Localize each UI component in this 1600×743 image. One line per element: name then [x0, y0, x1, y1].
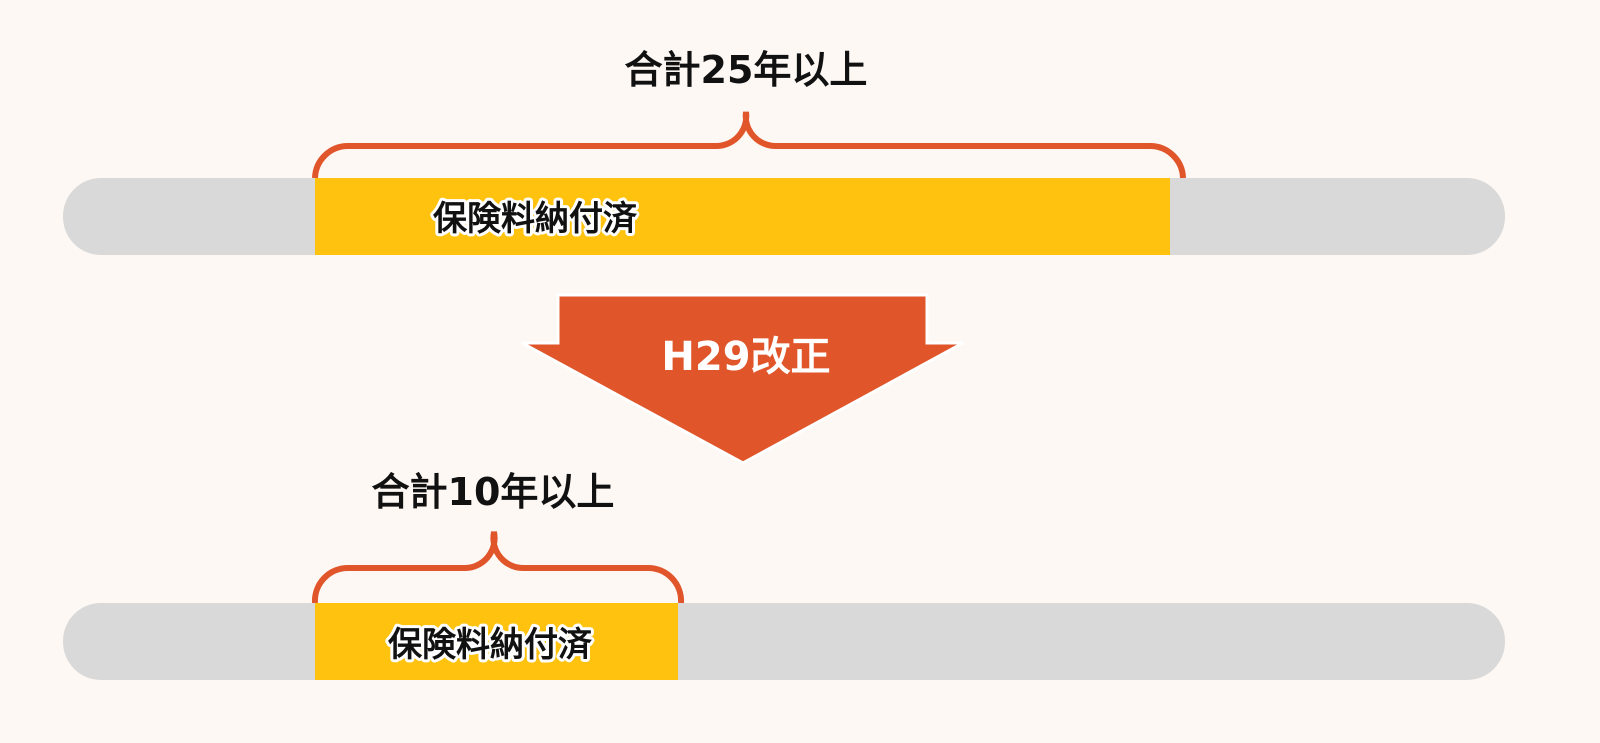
arrow-label: H29改正: [661, 334, 830, 380]
before-paid-segment: [315, 178, 1170, 255]
down-arrow-icon: [521, 293, 964, 465]
after-paid-label: 保険料納付済: [388, 625, 593, 665]
after-paid-segment: [315, 603, 678, 680]
before-brace: [312, 111, 1186, 179]
after-brace: [311, 531, 685, 604]
before-paid-label: 保険料納付済: [433, 199, 638, 239]
after-total-label: 合計10年以上: [372, 470, 615, 514]
before-total-label: 合計25年以上: [625, 48, 868, 92]
after-track-bar: [63, 603, 1505, 680]
